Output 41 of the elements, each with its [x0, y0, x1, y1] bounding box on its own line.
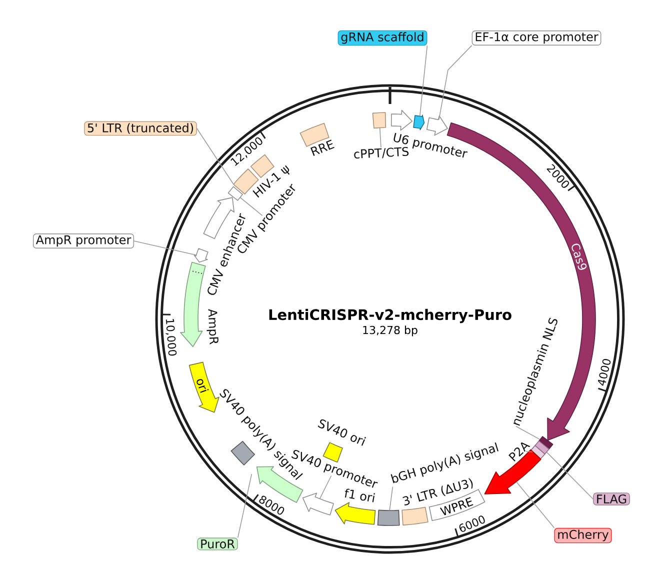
feature-callout: 5' LTR (truncated) — [84, 121, 197, 136]
feature-label: AmpR — [206, 309, 218, 344]
feature-callout: EF-1α core promoter — [472, 30, 602, 46]
leader-line — [516, 426, 540, 440]
feature-segment — [334, 502, 376, 525]
leader-line — [420, 45, 428, 116]
leader-line — [438, 45, 472, 120]
feature-box — [377, 510, 400, 526]
feature-segment — [426, 115, 448, 136]
leader-line — [240, 197, 263, 216]
feature-box — [402, 506, 428, 526]
leader-line — [134, 240, 196, 256]
feature-segment — [302, 492, 334, 516]
feature-label: SV40 ori — [318, 419, 366, 446]
feature-label: P2A — [508, 442, 530, 462]
feature-box — [228, 186, 243, 201]
feature-label: cPPT/CTS — [354, 146, 409, 159]
feature-callout: FLAG — [593, 492, 630, 506]
leader-line — [379, 128, 382, 148]
feature-label: f1 ori — [344, 488, 375, 502]
leader-line — [319, 475, 332, 499]
feature-callout: AmpR promoter — [32, 234, 134, 248]
feature-segment — [194, 248, 208, 263]
leader-line — [516, 482, 555, 528]
leader-line — [546, 452, 594, 500]
plasmid-length: 13,278 bp — [363, 326, 418, 336]
leader-line — [389, 486, 394, 511]
feature-segment — [413, 114, 425, 130]
feature-label: RRE — [310, 140, 334, 156]
feature-segment: ori — [188, 362, 220, 413]
feature-box — [322, 442, 343, 462]
feature-callout: gRNA scaffold — [338, 30, 428, 46]
feature-callout: mCherry — [554, 528, 612, 544]
feature-box — [372, 112, 386, 129]
leader-line — [237, 474, 252, 538]
tick-label: 10,000 — [166, 318, 177, 356]
leader-line — [196, 128, 234, 184]
feature-segment — [390, 110, 413, 131]
feature-segment — [180, 262, 206, 348]
leader-line — [526, 451, 533, 452]
feature-callout: PuroR — [197, 538, 238, 550]
